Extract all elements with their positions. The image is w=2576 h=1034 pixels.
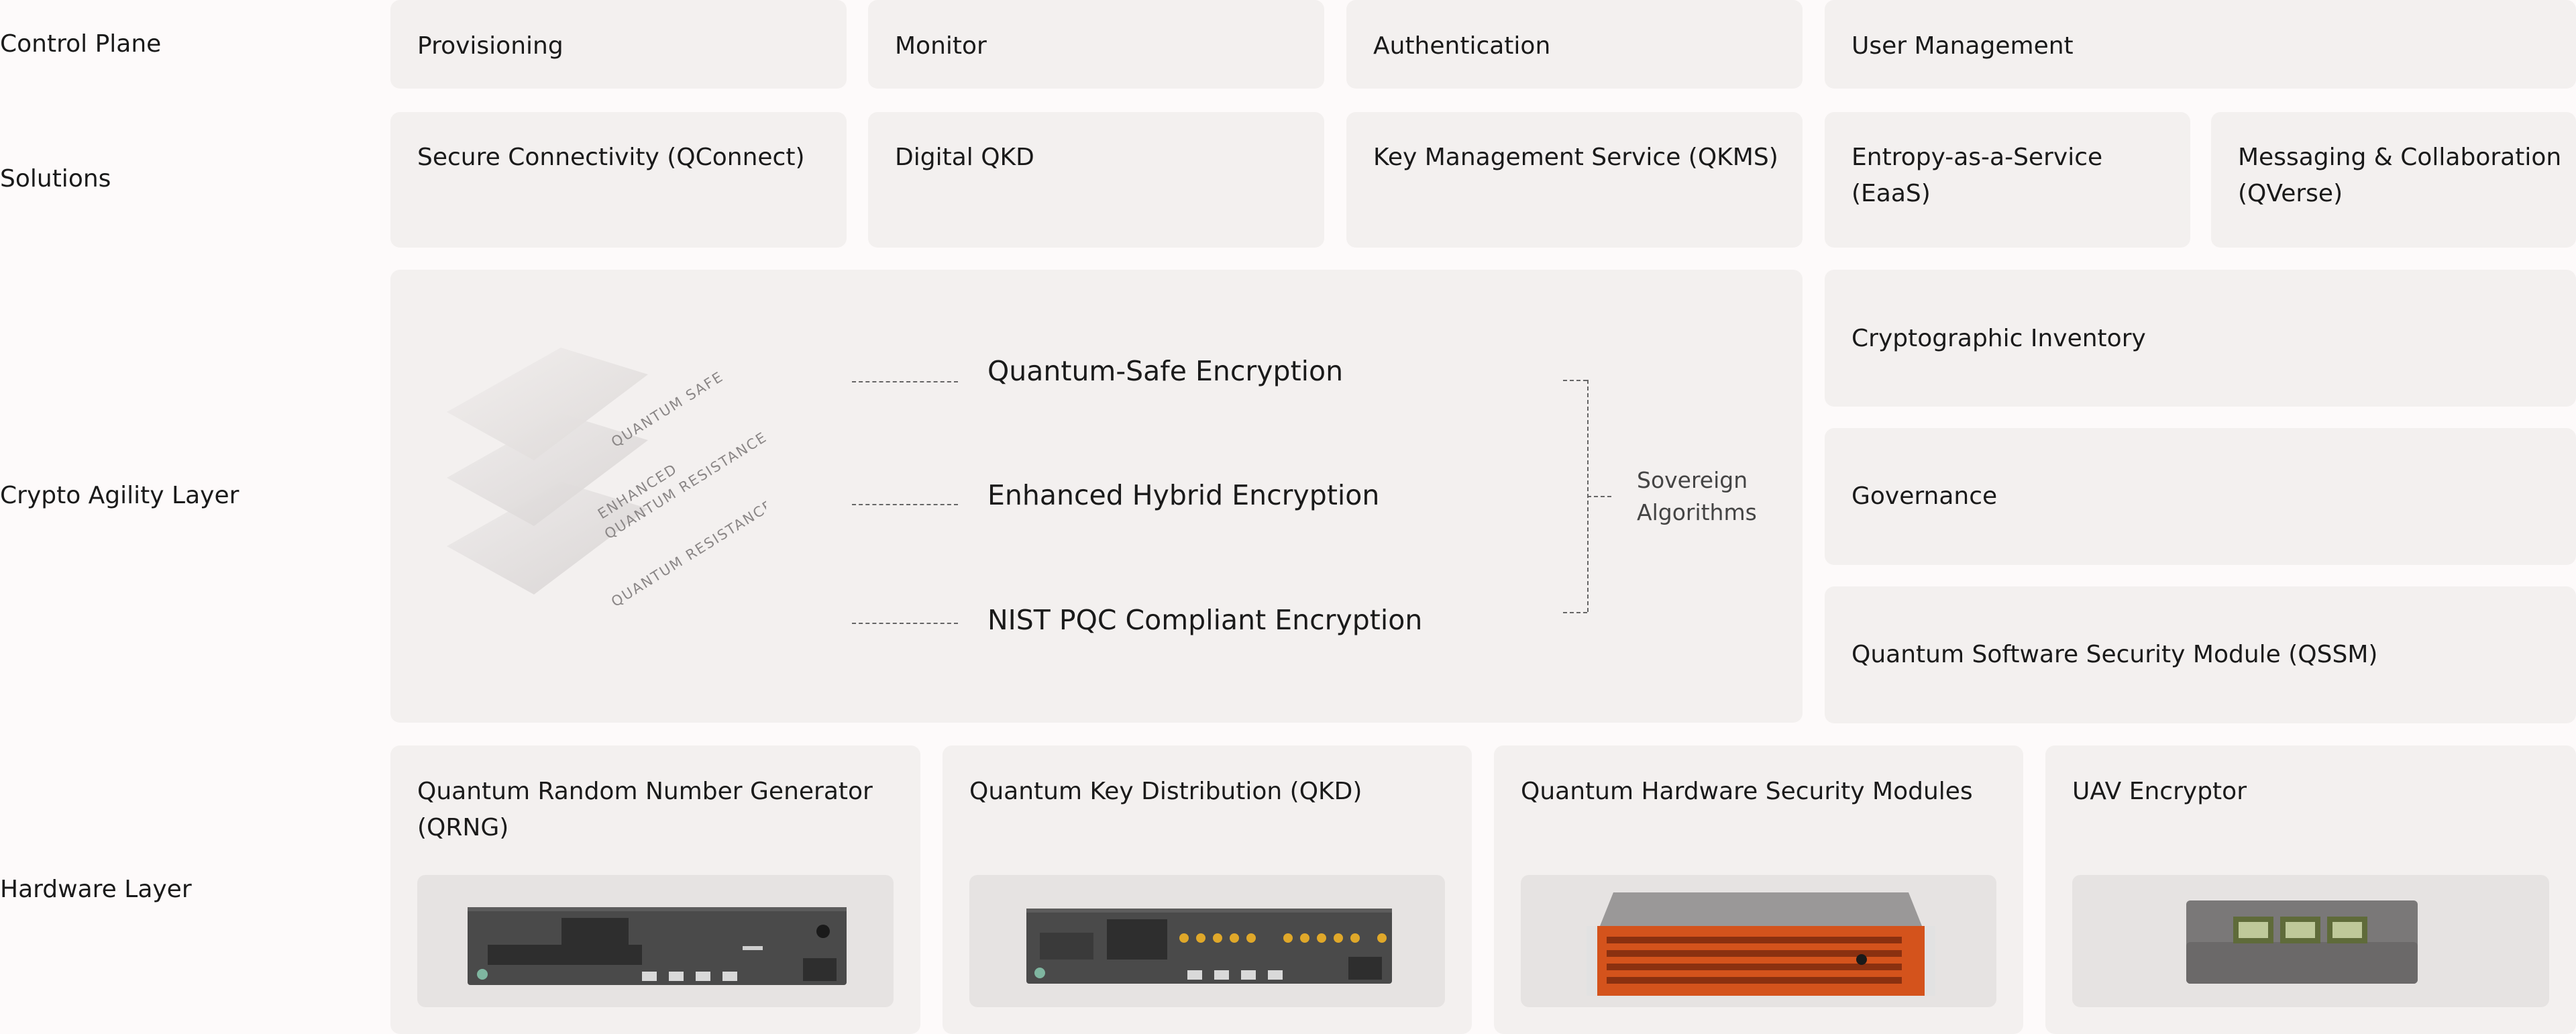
row-label-crypto-agility: Crypto Agility Layer bbox=[0, 482, 239, 509]
hardware-uav-encryptor[interactable]: UAV Encryptor bbox=[2045, 745, 2576, 1034]
card-title: Quantum Random Number Generator (QRNG) bbox=[417, 778, 873, 841]
card-title: Quantum Key Distribution (QKD) bbox=[969, 778, 1362, 805]
row-label-solutions: Solutions bbox=[0, 165, 111, 193]
sovereign-line-1: Sovereign bbox=[1637, 467, 1748, 493]
card-title: User Management bbox=[1851, 32, 2074, 60]
card-title: Quantum Hardware Security Modules bbox=[1521, 778, 1973, 805]
connector-line bbox=[852, 381, 958, 382]
device-box bbox=[2072, 875, 2549, 1007]
layer-stack-illustration: QUANTUM SAFE ENHANCED QUANTUM RESISTANCE… bbox=[447, 348, 766, 610]
card-title: Quantum Software Security Module (QSSM) bbox=[1851, 641, 2378, 668]
quantum-safe-encryption: Quantum-Safe Encryption bbox=[987, 355, 1344, 387]
card-title: Monitor bbox=[895, 32, 987, 60]
card-title: Cryptographic Inventory bbox=[1851, 325, 2146, 352]
device-box bbox=[417, 875, 894, 1007]
connector-line bbox=[852, 504, 958, 505]
layer-enhanced-plane bbox=[447, 413, 648, 526]
card-title: Governance bbox=[1851, 482, 1998, 510]
qkd-device-image bbox=[1026, 909, 1392, 984]
side-cryptographic-inventory[interactable]: Cryptographic Inventory bbox=[1825, 270, 2576, 407]
card-title: Key Management Service (QKMS) bbox=[1373, 144, 1778, 171]
hsm-device-image bbox=[1587, 892, 1935, 996]
qrng-device-image bbox=[468, 907, 847, 985]
row-label-hardware: Hardware Layer bbox=[0, 876, 192, 903]
solution-qverse[interactable]: Messaging & Collaboration (QVerse) bbox=[2211, 112, 2576, 248]
sovereign-algorithms: Sovereign Algorithms bbox=[1637, 464, 1757, 529]
control-plane-user-management[interactable]: User Management bbox=[1825, 0, 2576, 89]
hardware-qkd[interactable]: Quantum Key Distribution (QKD) bbox=[943, 745, 1472, 1034]
layer-quantum-safe-plane bbox=[447, 348, 648, 460]
enhanced-hybrid-encryption: Enhanced Hybrid Encryption bbox=[987, 479, 1380, 511]
card-title: UAV Encryptor bbox=[2072, 778, 2247, 805]
nist-pqc-encryption: NIST PQC Compliant Encryption bbox=[987, 604, 1423, 636]
device-box bbox=[969, 875, 1445, 1007]
card-title: Messaging & Collaboration (QVerse) bbox=[2238, 144, 2562, 207]
hardware-hsm[interactable]: Quantum Hardware Security Modules bbox=[1494, 745, 2023, 1034]
card-title: Digital QKD bbox=[895, 144, 1034, 171]
card-title: Authentication bbox=[1373, 32, 1551, 60]
side-governance[interactable]: Governance bbox=[1825, 428, 2576, 565]
sovereign-line-2: Algorithms bbox=[1637, 499, 1757, 525]
side-qssm[interactable]: Quantum Software Security Module (QSSM) bbox=[1825, 586, 2576, 723]
solution-secure-connectivity[interactable]: Secure Connectivity (QConnect) bbox=[390, 112, 847, 248]
solution-digital-qkd[interactable]: Digital QKD bbox=[868, 112, 1324, 248]
control-plane-provisioning[interactable]: Provisioning bbox=[390, 0, 847, 89]
hardware-qrng[interactable]: Quantum Random Number Generator (QRNG) bbox=[390, 745, 920, 1034]
row-label-control-plane: Control Plane bbox=[0, 30, 162, 58]
bracket-line bbox=[1587, 496, 1611, 497]
connector-line bbox=[852, 623, 958, 624]
bracket-line bbox=[1563, 380, 1587, 381]
card-title: Provisioning bbox=[417, 32, 564, 60]
solution-eaas[interactable]: Entropy-as-a-Service (EaaS) bbox=[1825, 112, 2190, 248]
uav-device-image bbox=[2186, 900, 2418, 984]
card-title: Entropy-as-a-Service (EaaS) bbox=[1851, 144, 2103, 207]
solution-qkms[interactable]: Key Management Service (QKMS) bbox=[1346, 112, 1803, 248]
device-box bbox=[1521, 875, 1996, 1007]
layer-quantum-resistance-plane bbox=[447, 482, 648, 594]
control-plane-authentication[interactable]: Authentication bbox=[1346, 0, 1803, 89]
control-plane-monitor[interactable]: Monitor bbox=[868, 0, 1324, 89]
crypto-agility-panel: QUANTUM SAFE ENHANCED QUANTUM RESISTANCE… bbox=[390, 270, 1803, 723]
bracket-line bbox=[1563, 612, 1587, 613]
card-title: Secure Connectivity (QConnect) bbox=[417, 144, 805, 171]
